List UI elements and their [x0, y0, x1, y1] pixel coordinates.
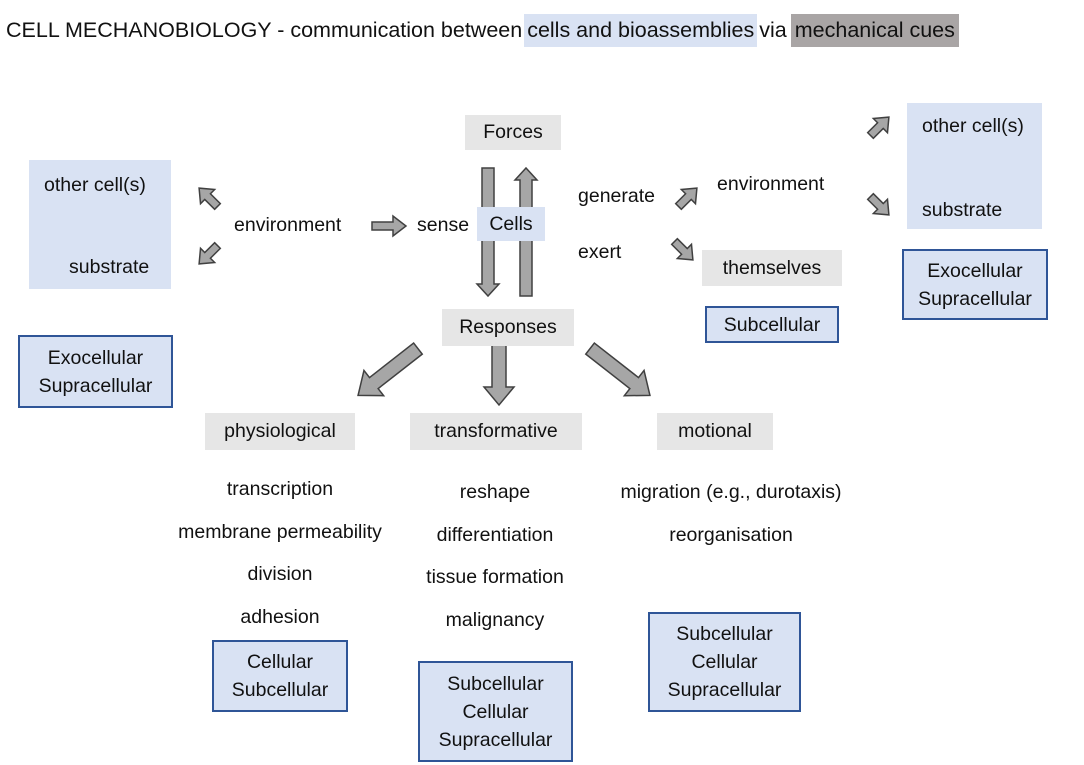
arrow-generate-to-environment — [674, 187, 698, 211]
left-substrate-label: substrate — [69, 256, 150, 278]
category-motional-box: motional — [657, 413, 773, 450]
right-subcellular-box: Subcellular — [705, 306, 839, 343]
right-scale-line-1: Exocellular — [927, 259, 1023, 282]
right-substrate-label: substrate — [922, 199, 1003, 221]
list-item: malignancy — [445, 608, 545, 631]
arrow-env-to-substrate-right — [866, 192, 890, 216]
list-item: reshape — [459, 481, 531, 503]
arrow-env-to-substrate-left — [198, 241, 222, 265]
title-connector: via — [759, 17, 787, 42]
title-highlight-cues: mechanical cues — [790, 13, 959, 47]
generate-label: generate — [578, 185, 655, 207]
category-transformative-box: transformative — [410, 413, 582, 450]
left-environment-label: environment — [234, 214, 342, 236]
scale-line: Cellular — [462, 700, 529, 723]
scale-line: Cellular — [246, 651, 314, 673]
list-item: adhesion — [240, 605, 320, 628]
arrow-env-to-other-cells-right — [866, 116, 890, 140]
left-scale-line-1: Exocellular — [47, 346, 144, 369]
transformative-items: reshape differentiation tissue formation… — [390, 471, 600, 641]
scale-line: Subcellular — [231, 679, 329, 701]
arrow-responses-to-physiological — [357, 342, 424, 397]
right-other-cells-label: other cell(s) — [922, 115, 1024, 137]
list-item: differentiation — [436, 523, 554, 546]
right-subcellular-label: Subcellular — [723, 313, 821, 336]
list-item: division — [247, 563, 313, 585]
motional-items: migration (e.g., durotaxis) reorganisati… — [600, 471, 862, 556]
arrow-responses-to-motional — [584, 342, 651, 397]
physiological-scale-box: Cellular Subcellular — [212, 640, 348, 712]
scale-line: Subcellular — [447, 672, 544, 695]
motional-scale-box: Subcellular Cellular Supracellular — [648, 612, 801, 712]
left-targets-box: other cell(s) substrate — [29, 160, 171, 289]
title-highlight-cells: cells and bioassemblies — [524, 13, 758, 47]
left-other-cells-label: other cell(s) — [44, 174, 146, 196]
themselves-box: themselves — [702, 250, 842, 286]
scale-line: Supracellular — [438, 728, 553, 751]
list-item: migration (e.g., durotaxis) — [620, 481, 842, 503]
right-environment-label: environment — [717, 173, 825, 195]
responses-box: Responses — [442, 309, 574, 346]
category-physiological-box: physiological — [205, 413, 355, 450]
scale-line: Subcellular — [676, 623, 773, 645]
title-prefix: CELL MECHANOBIOLOGY - communication betw… — [6, 17, 523, 42]
arrow-env-to-other-cells-left — [198, 187, 222, 211]
arrow-exert-to-themselves — [670, 237, 694, 261]
forces-box: Forces — [465, 115, 561, 150]
list-item: membrane permeability — [178, 520, 382, 543]
right-scale-line-2: Supracellular — [918, 287, 1032, 310]
arrow-responses-to-transformative — [482, 342, 516, 407]
exert-label: exert — [578, 241, 622, 263]
list-item: tissue formation — [426, 566, 564, 588]
left-scale-line-2: Supracellular — [38, 374, 153, 397]
diagram-title: CELL MECHANOBIOLOGY - communication betw… — [6, 10, 959, 50]
physiological-items: transcription membrane permeability divi… — [160, 468, 400, 638]
cells-box: Cells — [477, 207, 545, 241]
right-scale-box: Exocellular Supracellular — [902, 249, 1048, 320]
sense-label: sense — [417, 214, 470, 236]
right-targets-box: other cell(s) substrate — [907, 103, 1042, 229]
list-item: reorganisation — [669, 523, 793, 546]
arrow-env-to-sense — [371, 214, 408, 238]
transformative-scale-box: Subcellular Cellular Supracellular — [418, 661, 573, 762]
scale-line: Cellular — [691, 651, 758, 673]
scale-line: Supracellular — [667, 679, 782, 701]
list-item: transcription — [226, 478, 334, 500]
left-scale-box: Exocellular Supracellular — [18, 335, 173, 408]
